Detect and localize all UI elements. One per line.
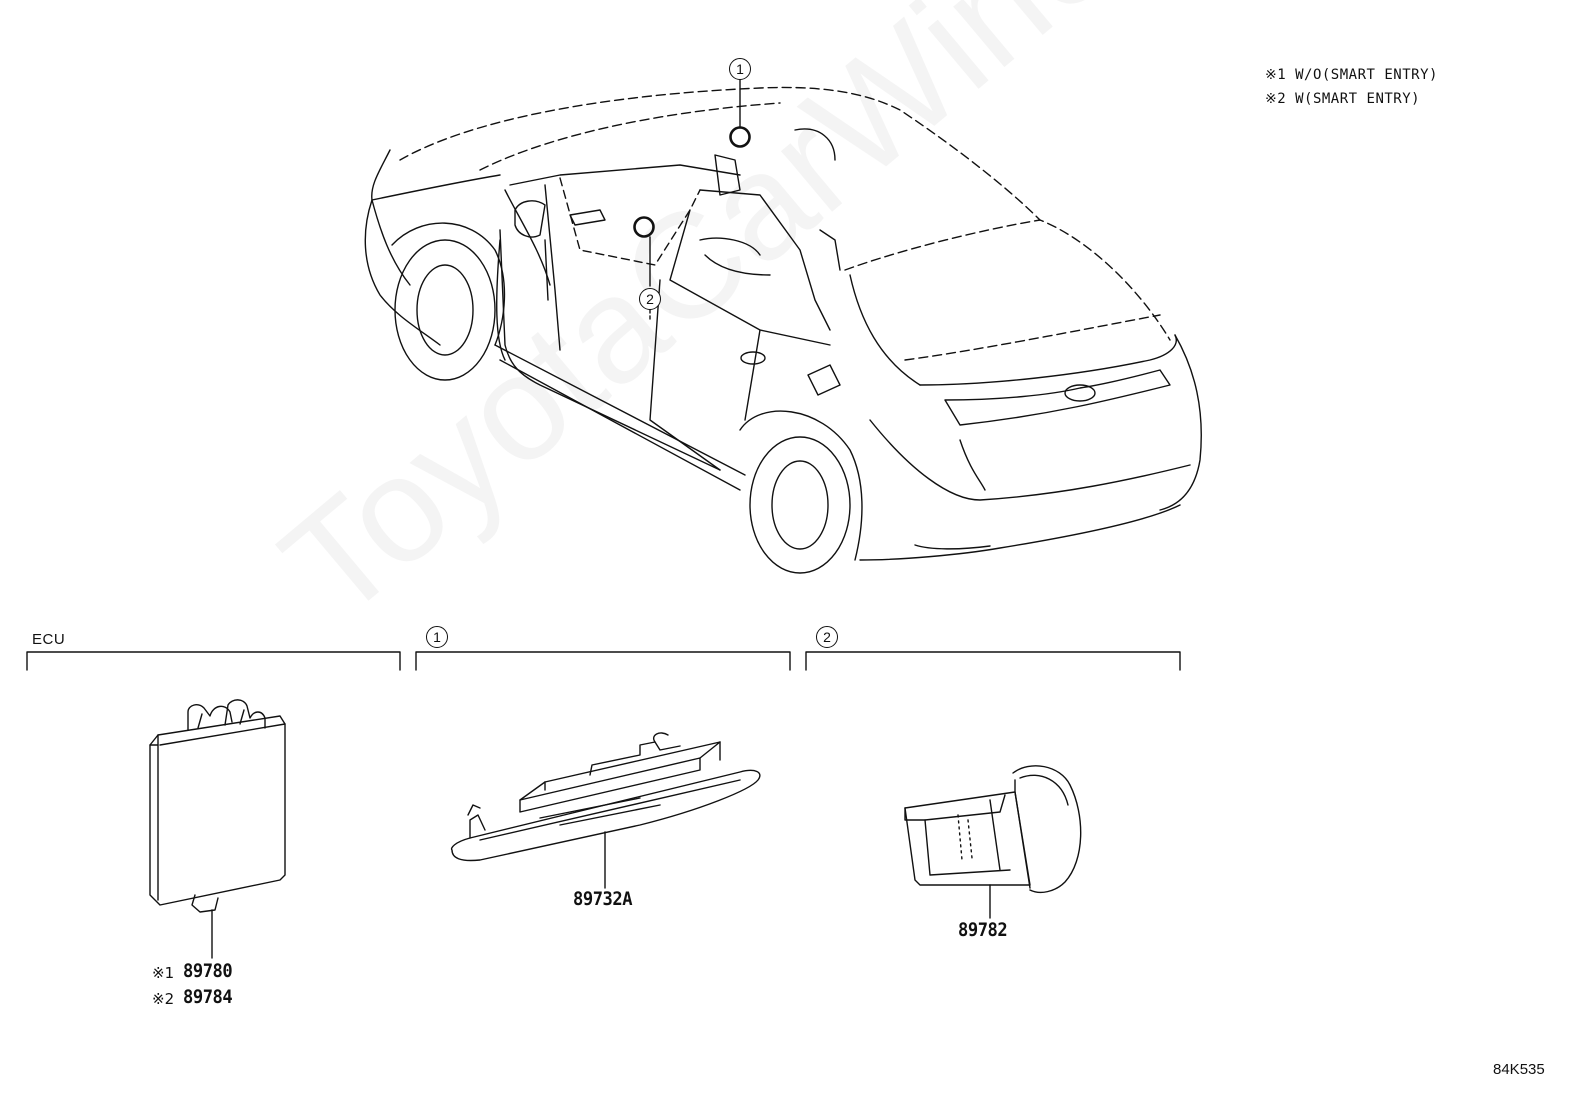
part-number-89732A: 89732A <box>573 888 633 910</box>
diagram-code: 84K535 <box>1493 1061 1545 1078</box>
section-brackets <box>26 651 1181 671</box>
part-number-89782: 89782 <box>958 919 1008 941</box>
ecu-part-drawing <box>149 699 286 959</box>
ecu-mark-1: ※1 <box>152 964 175 982</box>
ecu-mark-2: ※2 <box>152 990 175 1008</box>
location-marker-2 <box>633 216 655 238</box>
section-2-number: 2 <box>816 626 838 648</box>
legend-item-1: ※1 W/O(SMART ENTRY) <box>1265 67 1438 83</box>
legend-item-2: ※2 W(SMART ENTRY) <box>1265 91 1421 107</box>
ecu-part-number-2: 89784 <box>183 986 233 1008</box>
receiver-part-drawing <box>450 732 761 889</box>
location-marker-1 <box>729 126 751 148</box>
callout-2: 2 <box>639 288 661 310</box>
car-illustration <box>364 86 1202 574</box>
switch-part-drawing <box>904 765 1082 919</box>
ecu-part-number-1: 89780 <box>183 960 233 982</box>
section-1-number: 1 <box>426 626 448 648</box>
callout-1: 1 <box>729 58 751 80</box>
ecu-section-title: ECU <box>32 631 66 648</box>
